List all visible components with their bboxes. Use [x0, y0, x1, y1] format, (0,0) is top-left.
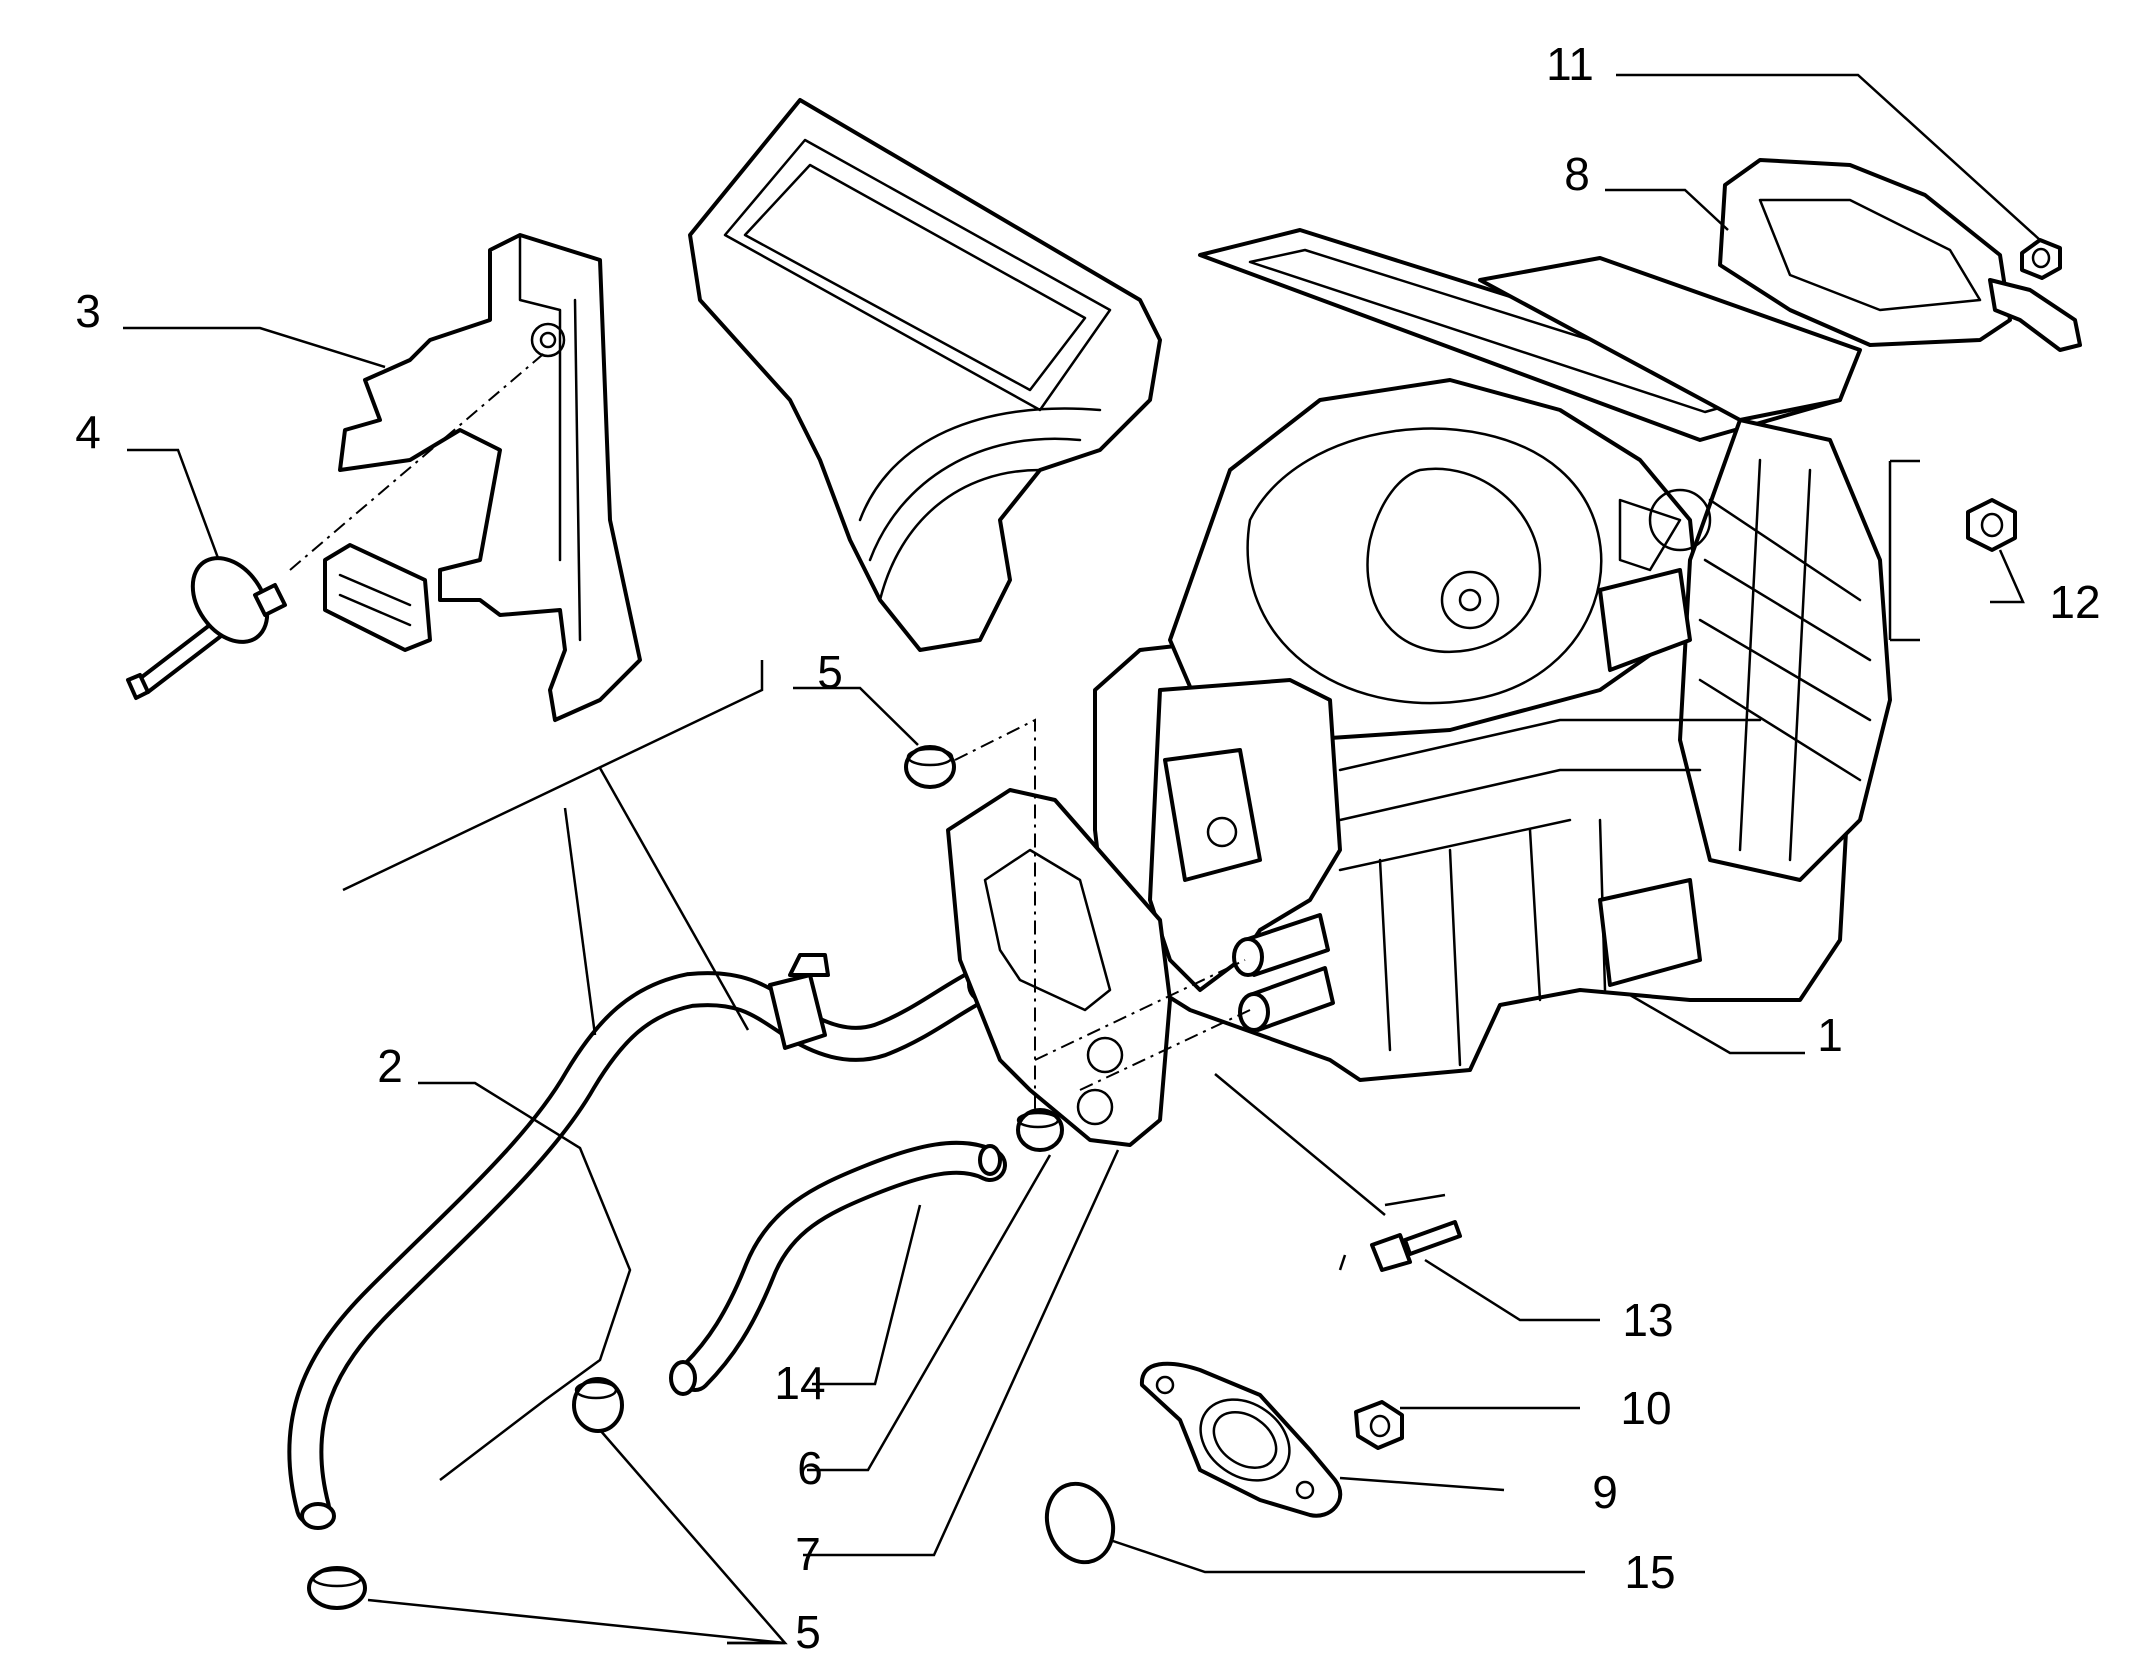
- hex-nut: [1966, 498, 2017, 552]
- fastener-pin: [126, 556, 287, 700]
- flange-nut: [2020, 238, 2062, 280]
- flange-gasket: [1139, 1361, 1343, 1518]
- heater-hose-with-tee: [287, 953, 998, 1530]
- heater-unit-housing: [688, 98, 1892, 1082]
- exploded-view-brackets: [342, 459, 1920, 1271]
- screw: [1370, 1220, 1462, 1272]
- hose-clamp-middle: [1016, 1108, 1064, 1152]
- mounting-bracket: [323, 233, 642, 722]
- heater-hose-small: [669, 1140, 1007, 1396]
- callout-14: 14: [774, 1357, 825, 1409]
- assembly-lines: [289, 349, 1251, 1110]
- control-module-cover: [1718, 158, 2082, 352]
- callout-2: 2: [377, 1040, 403, 1092]
- blanking-plug: [1044, 1481, 1116, 1565]
- leader-lines: [123, 73, 2041, 1645]
- callout-3: 3: [75, 285, 101, 337]
- callout-labels: 1 2 3 4 5 5 6 7 8 9 10 11 12 13 14 15: [75, 38, 2100, 1658]
- hose-clamp-bottom: [307, 1566, 367, 1610]
- callout-10: 10: [1620, 1382, 1671, 1434]
- callout-5-bottom: 5: [795, 1606, 821, 1658]
- hex-nut-small: [1354, 1400, 1404, 1450]
- heater-core-gasket: [946, 788, 1172, 1147]
- callout-8: 8: [1564, 148, 1590, 200]
- callout-4: 4: [75, 406, 101, 458]
- callout-9: 9: [1592, 1466, 1618, 1518]
- callout-5-top: 5: [817, 646, 843, 698]
- callout-6: 6: [797, 1442, 823, 1494]
- callout-1: 1: [1817, 1009, 1843, 1061]
- hose-clamp-lower: [572, 1377, 624, 1433]
- callout-13: 13: [1622, 1294, 1673, 1346]
- callout-15: 15: [1624, 1546, 1675, 1598]
- callout-11: 11: [1546, 38, 1594, 90]
- hose-clamp-top: [904, 745, 956, 789]
- callout-7: 7: [795, 1528, 821, 1580]
- callout-12: 12: [2049, 576, 2100, 628]
